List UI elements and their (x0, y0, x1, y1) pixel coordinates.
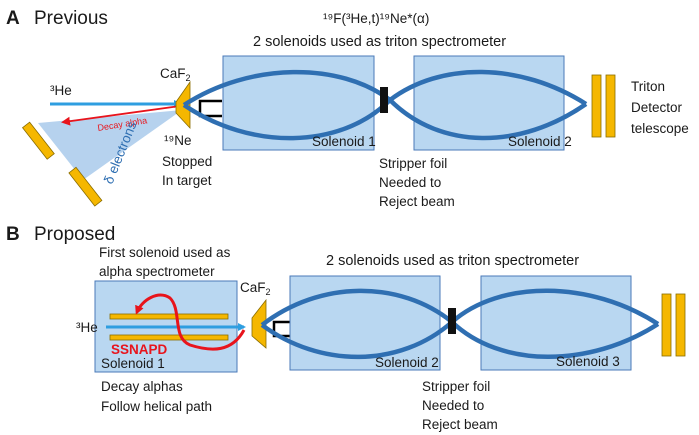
reaction-label: ¹⁹F(³He,t)¹⁹Ne*(α) (323, 11, 429, 26)
first-solenoid-line-1: First solenoid used as (99, 245, 231, 260)
beam-label-a: ³He (50, 83, 72, 98)
decay-alpha-arrow (61, 105, 181, 126)
panel-b: B Proposed First solenoid used as alpha … (6, 224, 686, 432)
first-solenoid-line-2: alpha spectrometer (99, 264, 215, 279)
tritons-bracket-b (272, 320, 295, 338)
decay-line-2: Follow helical path (101, 399, 212, 414)
stripper-line-1-a: Stripper foil (379, 156, 447, 171)
ssnapd-strip-top (109, 313, 229, 320)
stopped-line-2: In target (162, 173, 212, 188)
stripper-line-2-b: Needed to (422, 398, 484, 413)
solenoid-3-label-b: Solenoid 3 (556, 354, 620, 369)
panel-b-label: B (6, 224, 20, 245)
panel-a-spectrometer-caption: 2 solenoids used as triton spectrometer (253, 34, 506, 50)
panel-b-spectrometer-caption: 2 solenoids used as triton spectrometer (326, 253, 579, 269)
target-label-b: CaF2 (240, 280, 271, 297)
stripper-line-3-b: Reject beam (422, 417, 498, 432)
target-label-a: CaF2 (160, 66, 191, 83)
triton-detector-line-3: telescope (631, 121, 689, 136)
stripper-line-1-b: Stripper foil (422, 379, 490, 394)
triton-detector-bar-2 (605, 74, 616, 138)
stripper-foil-a (380, 87, 388, 113)
delta-electron-cone (38, 110, 182, 180)
triton-orbit-a (182, 69, 588, 141)
ne-label: ¹⁹Ne (164, 133, 192, 148)
stripper-line-3-a: Reject beam (379, 194, 455, 209)
decay-line-1: Decay alphas (101, 379, 183, 394)
triton-detector-b-bar-2 (675, 293, 686, 357)
panel-b-title: Proposed (34, 224, 115, 245)
stripper-line-2-a: Needed to (379, 175, 441, 190)
panel-a-title: Previous (34, 8, 108, 29)
caf2-target-a (175, 80, 191, 130)
triton-detector-line-2: Detector (631, 100, 683, 115)
panel-a-label: A (6, 8, 20, 29)
solenoid-1-label-a: Solenoid 1 (312, 134, 376, 149)
panel-a: A Previous ¹⁹F(³He,t)¹⁹Ne*(α) 2 solenoid… (6, 8, 689, 209)
stopped-line-1: Stopped (162, 154, 212, 169)
ssnapd-label: SSNAPD (111, 342, 168, 357)
triton-detector-bar-1 (591, 74, 602, 138)
solenoid-2-label-a: Solenoid 2 (508, 134, 572, 149)
ssnapd-strip-bottom (109, 334, 229, 341)
caf2-target-b (251, 298, 267, 349)
solenoid-1-label-b: Solenoid 1 (101, 356, 165, 371)
helical-alpha-path (135, 293, 246, 351)
beam-label-b: ³He (76, 320, 98, 335)
electron-detector (68, 166, 103, 207)
stripper-foil-b (448, 308, 456, 334)
tritons-bracket-a (198, 99, 222, 118)
solenoid-2-label-b: Solenoid 2 (375, 355, 439, 370)
alpha-detector (21, 121, 55, 160)
triton-detector-line-1: Triton (631, 79, 665, 94)
triton-detector-b-bar-1 (661, 293, 672, 357)
